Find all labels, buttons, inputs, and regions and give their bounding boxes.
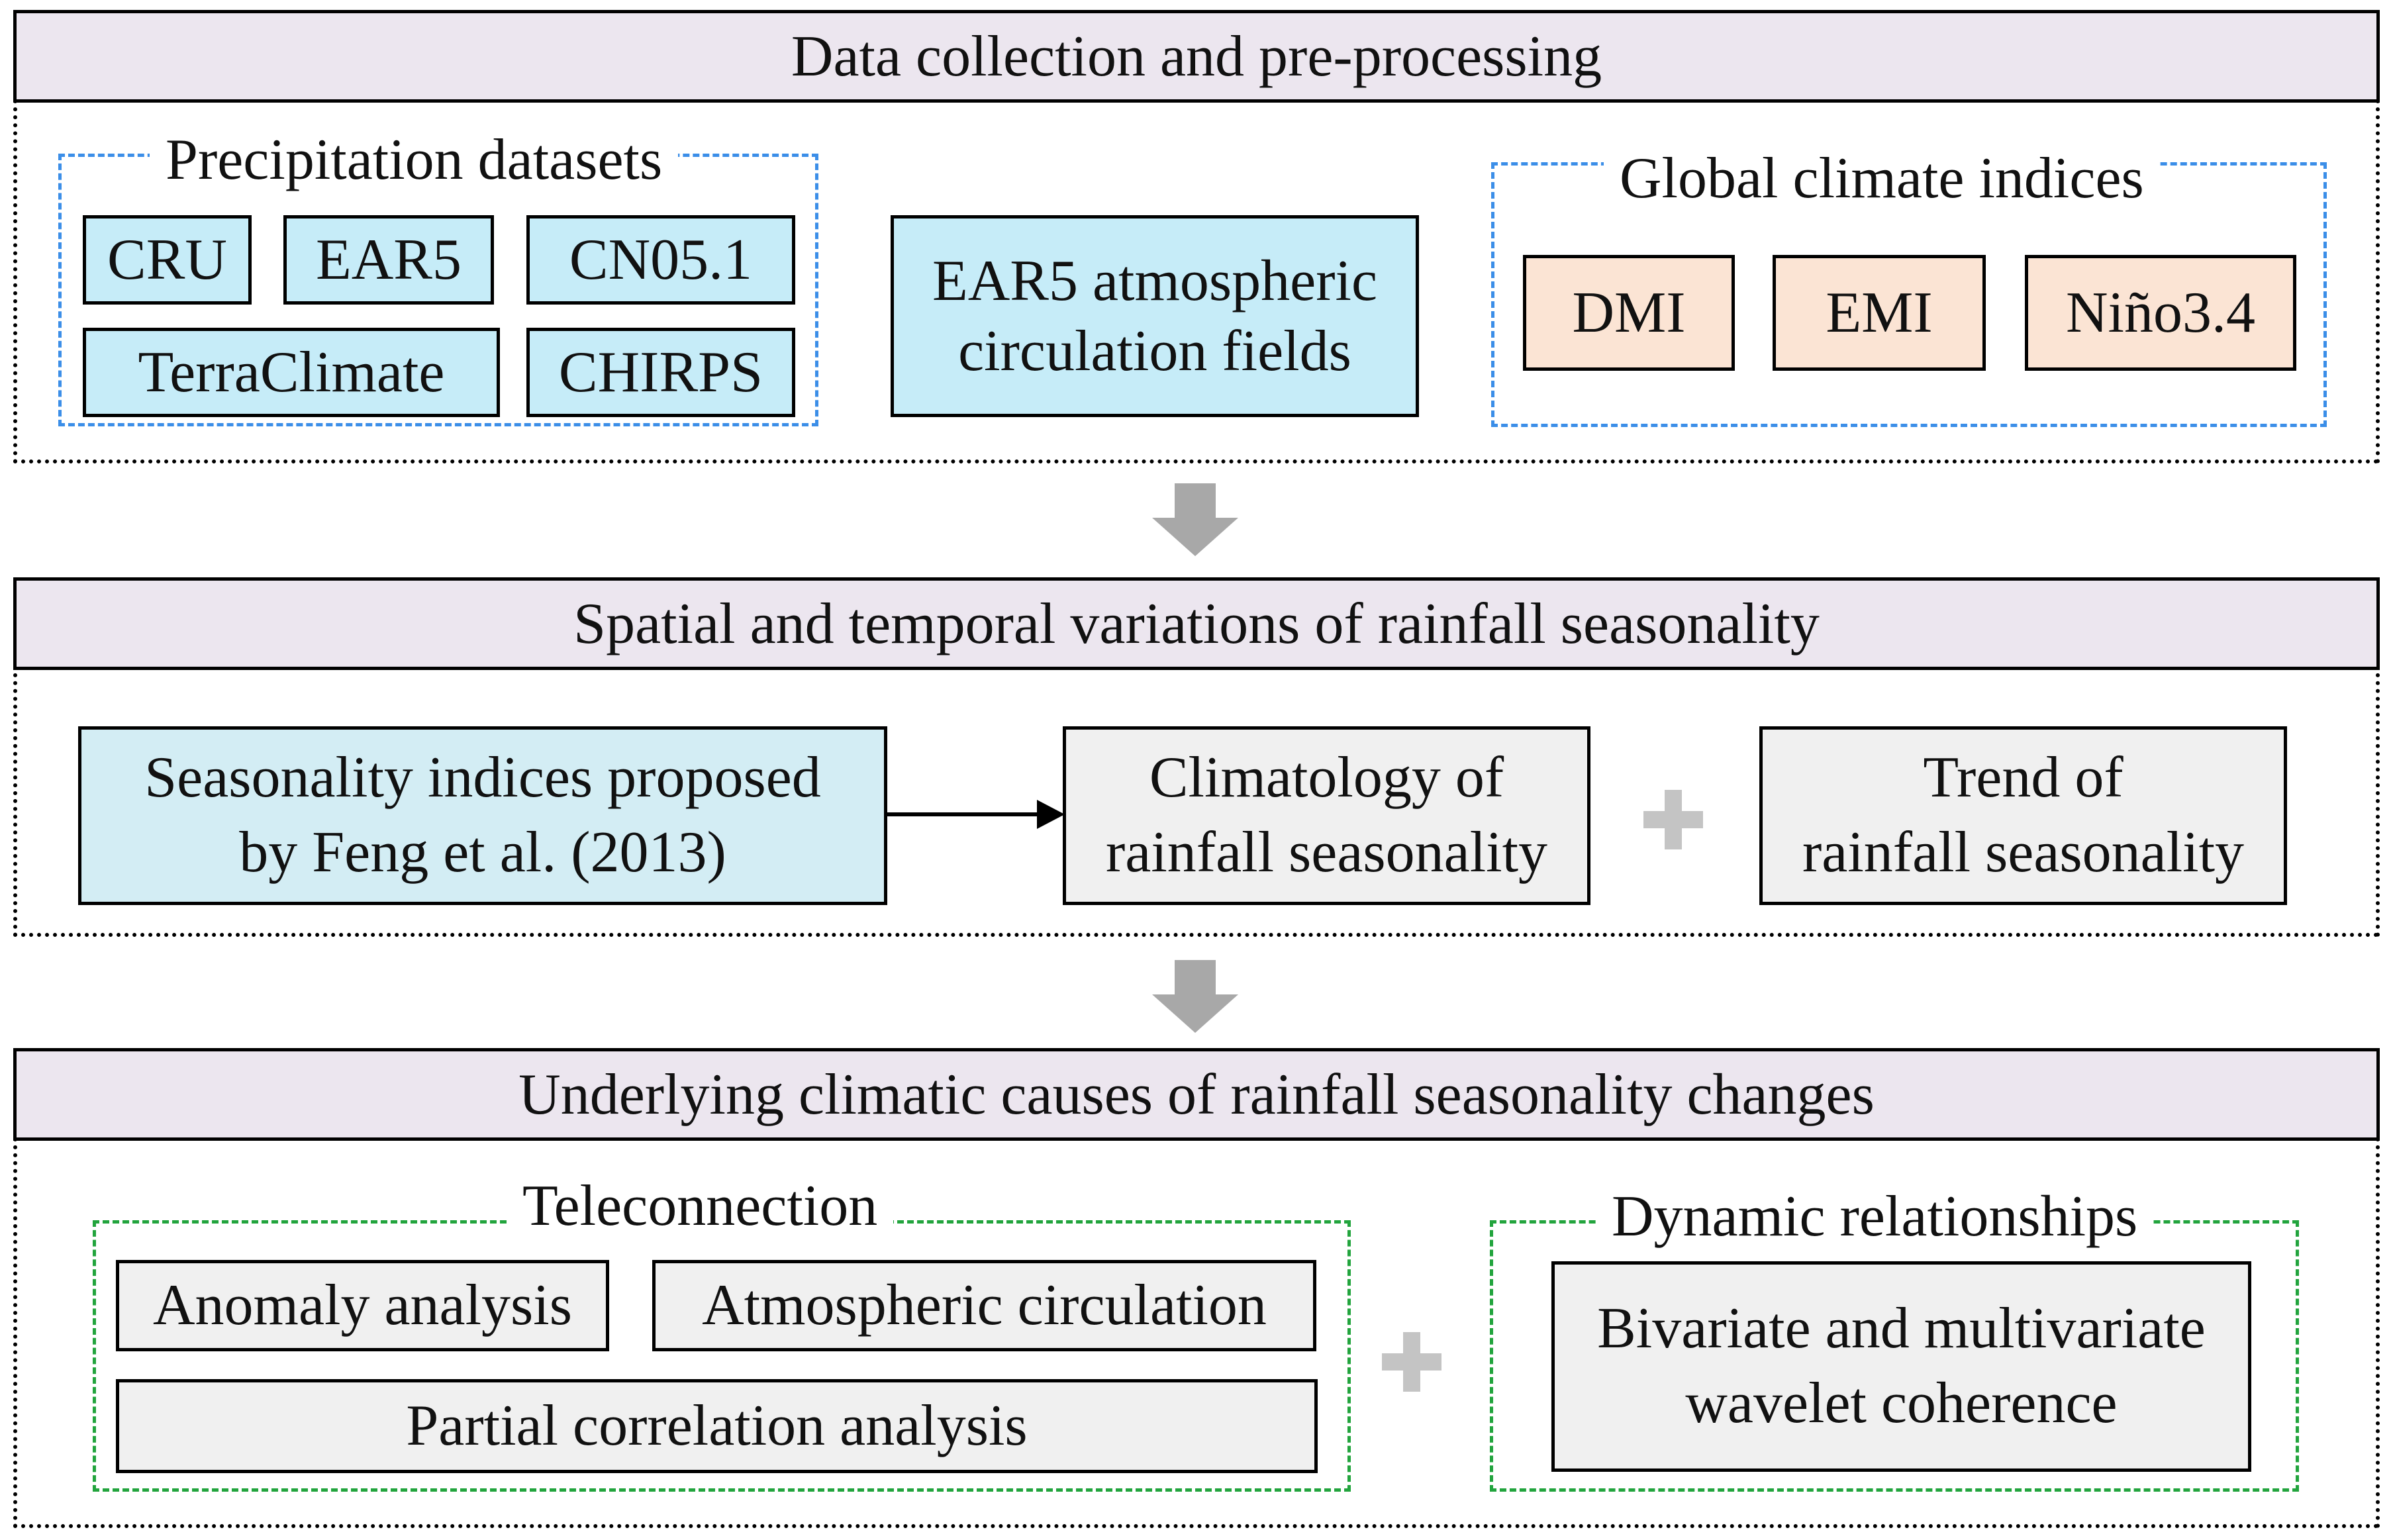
causes-section-frame — [13, 1137, 2380, 1528]
precipitation-datasets-title: Precipitation datasets — [150, 131, 679, 189]
index-emi: EMI — [1773, 255, 1986, 371]
dataset-terraclimate: TerraClimate — [83, 328, 500, 417]
climatology-box: Climatology of rainfall seasonality — [1063, 726, 1590, 905]
down-arrow-icon — [1152, 483, 1238, 556]
data-section-header: Data collection and pre-processing — [13, 10, 2380, 103]
dataset-cn05-1: CN05.1 — [526, 215, 795, 305]
dynamic-relationships-title: Dynamic relationships — [1596, 1188, 2154, 1246]
wavelet-coherence-box: Bivariate and multivariate wavelet coher… — [1551, 1261, 2251, 1472]
dataset-chirps: CHIRPS — [526, 328, 795, 417]
index-nino34: Niño3.4 — [2025, 255, 2296, 371]
circulation-fields-box: EAR5 atmospheric circulation fields — [891, 215, 1419, 417]
causes-section-header: Underlying climatic causes of rainfall s… — [13, 1048, 2380, 1141]
variations-section-header: Spatial and temporal variations of rainf… — [13, 577, 2380, 670]
partial-correlation-box: Partial correlation analysis — [116, 1379, 1318, 1473]
teleconnection-title: Teleconnection — [507, 1177, 894, 1235]
causes-section-title: Underlying climatic causes of rainfall s… — [518, 1062, 1875, 1127]
dataset-cru: CRU — [83, 215, 252, 305]
data-section-title: Data collection and pre-processing — [791, 24, 1602, 89]
trend-box: Trend of rainfall seasonality — [1759, 726, 2287, 905]
atmospheric-circulation-box: Atmospheric circulation — [652, 1260, 1316, 1351]
plus-icon — [1382, 1332, 1441, 1392]
plus-icon — [1643, 790, 1703, 849]
dataset-ear5: EAR5 — [283, 215, 494, 305]
arrow-right-icon — [1037, 800, 1065, 829]
down-arrow-icon — [1152, 960, 1238, 1033]
variations-section-frame — [13, 665, 2380, 937]
climate-indices-title: Global climate indices — [1604, 150, 2160, 208]
variations-section-title: Spatial and temporal variations of rainf… — [573, 591, 1820, 656]
data-section-frame — [13, 99, 2380, 463]
flow-arrow — [887, 800, 1065, 829]
index-dmi: DMI — [1523, 255, 1735, 371]
seasonality-indices-box: Seasonality indices proposed by Feng et … — [78, 726, 887, 905]
anomaly-analysis-box: Anomaly analysis — [116, 1260, 609, 1351]
